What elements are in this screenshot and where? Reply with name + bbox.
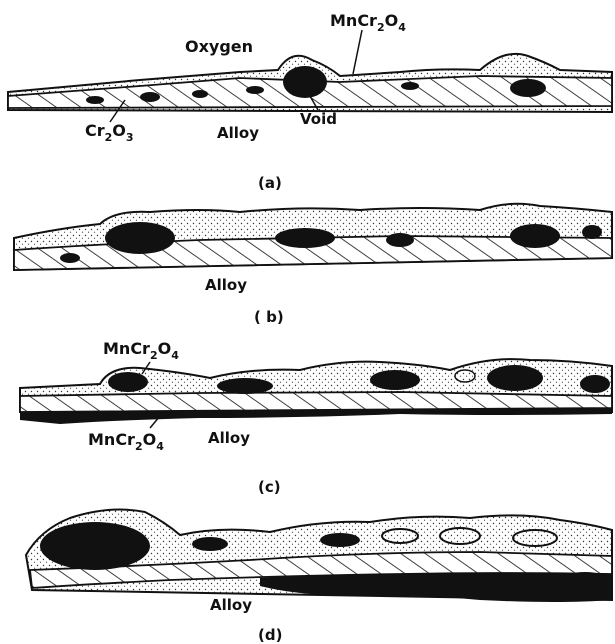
spinel-sub: 2 [150,349,158,362]
spinel-sub: 4 [156,440,164,453]
panel-c-void [108,372,148,392]
oxygen-label: Oxygen [185,37,253,56]
spinel-o: O [385,11,399,30]
panel-a-void [510,79,546,97]
alloy-label-a: Alloy [217,124,259,142]
panel-d-void [192,537,228,551]
panel-b-void [60,253,80,263]
spinel-sub: 2 [135,440,143,453]
chromia-o: O [112,121,126,140]
chromia-sub: 3 [126,131,134,144]
alloy-label-d: Alloy [210,596,252,614]
panel-a-void [283,66,327,98]
spinel-sub: 4 [398,21,406,34]
panel-d-void [40,522,150,570]
spinel-o: O [158,339,172,358]
panel-c-label: (c) [258,478,281,496]
panel-a-void [192,90,208,98]
panel-b-void [275,228,335,248]
spinel-o: O [143,430,157,449]
spinel-label-a: MnCr2O4 [330,11,406,34]
alloy-label-c: Alloy [208,429,250,447]
panel-c-void [580,375,610,393]
panel-a: Oxygen MnCr2O4 Cr2O3 Void Alloy (a) [8,11,612,192]
panel-b-void [386,233,414,247]
panel-b-void [582,225,602,239]
panel-a-spinel-pointer [353,30,362,74]
panel-c-void [217,378,273,394]
panel-c-void [370,370,420,390]
spinel-text: MnCr [103,339,150,358]
panel-a-label: (a) [258,174,282,192]
panel-b: Alloy ( b) [14,204,612,326]
panel-a-void [140,92,160,102]
panel-d-label: (d) [258,626,282,644]
panel-b-void [510,224,560,248]
spinel-text: MnCr [330,11,377,30]
spinel-label-c-top: MnCr2O4 [103,339,179,362]
spinel-sub: 2 [377,21,385,34]
panel-a-void [401,82,419,90]
panel-a-void [246,86,264,94]
spinel-text: MnCr [88,430,135,449]
panel-d: Alloy (d) [26,510,612,644]
panel-b-label: ( b) [254,308,284,326]
chromia-label: Cr2O3 [85,121,134,144]
panel-c: MnCr2O4 MnCr2O4 Alloy (c) [20,339,612,496]
panel-a-void [86,96,104,104]
chromia-text: Cr [85,121,105,140]
panel-d-void [320,533,360,547]
void-label: Void [300,110,337,128]
alloy-label-b: Alloy [205,276,247,294]
spinel-label-c-bottom: MnCr2O4 [88,430,164,453]
panel-b-void [105,222,175,254]
spinel-sub: 4 [171,349,179,362]
panel-c-void [487,365,543,391]
chromia-sub: 2 [105,131,113,144]
panel-d-void [561,572,609,588]
